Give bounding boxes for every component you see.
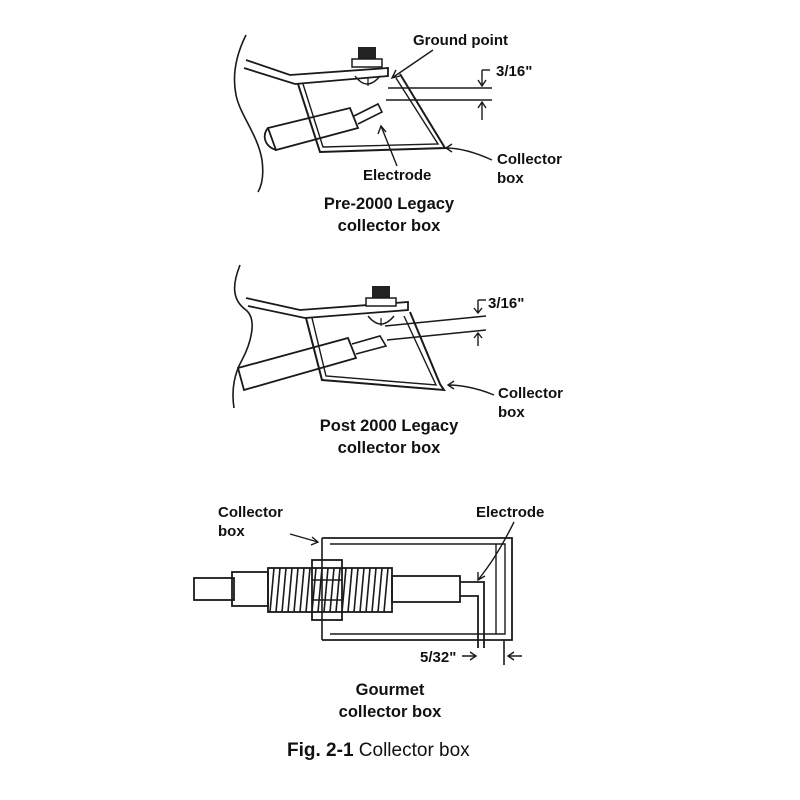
collector-label-1-line1: Collector	[497, 151, 563, 168]
figure-number: Fig. 2-1	[287, 740, 354, 761]
dimension-arrow-top-1	[477, 70, 487, 88]
caption-post2000-line1: Post 2000 Legacy	[319, 417, 459, 435]
collector-label-2-line2: box	[498, 404, 525, 421]
figure-caption: Fig. 2-1 Collector box	[287, 740, 470, 762]
thread-lines	[269, 567, 389, 613]
electrode-tip-1	[353, 102, 384, 125]
electrode-sleeve-2	[236, 336, 358, 392]
collector-label-2-line1: Collector	[498, 385, 564, 402]
caption-pre2000-line2: collector box	[337, 217, 441, 235]
collector-label-3-line2: box	[218, 523, 245, 540]
collector-box-frame-2	[305, 311, 446, 392]
ground-point-dome-1	[354, 75, 381, 85]
mounting-bracket-1	[243, 59, 389, 85]
electrode-tip-2	[351, 335, 388, 355]
collector-label-1-line2: box	[497, 170, 524, 187]
gap-dimension-label-1: 3/16"	[496, 63, 533, 80]
electrode-label-3: Electrode	[476, 504, 545, 521]
figure-title: Collector box	[358, 740, 470, 761]
leader-collector-1	[444, 143, 493, 161]
gap-dimension-label-2: 3/16"	[488, 295, 525, 312]
leader-collector-2	[446, 380, 495, 396]
bolt-washer-2	[365, 297, 397, 307]
ground-point-label: Ground point	[413, 32, 508, 49]
dimension-arrow-right-3	[506, 651, 522, 661]
caption-gourmet-line2: collector box	[338, 703, 442, 721]
collector-box-frame-1	[297, 73, 447, 154]
leader-electrode-3	[477, 521, 515, 582]
diagram-gourmet	[193, 521, 522, 665]
collector-box-frame-3	[322, 537, 513, 641]
caption-pre2000-line1: Pre-2000 Legacy	[323, 195, 455, 213]
mounting-bracket-2	[245, 297, 409, 319]
grill-wall-curve-1	[233, 34, 264, 193]
electrode-wire	[460, 581, 485, 648]
leader-collector-3	[289, 533, 320, 546]
leader-ground-point	[390, 49, 434, 80]
electrode-label-1: Electrode	[363, 167, 432, 184]
bolt-nut-2	[372, 286, 390, 298]
caption-gourmet-line1: Gourmet	[355, 681, 425, 699]
dimension-arrow-bottom-1	[477, 100, 487, 120]
caption-post2000-line2: collector box	[337, 439, 441, 457]
bolt-washer-1	[351, 58, 383, 68]
lock-nut	[311, 559, 343, 621]
dimension-arrow-left-3	[462, 651, 478, 661]
diagram-pre2000	[233, 34, 493, 193]
electrode-sleeve-1	[266, 106, 360, 152]
diagram-post2000	[232, 264, 495, 409]
gap-dimension-label-3: 5/32"	[420, 649, 457, 666]
bolt-nut-1	[358, 47, 376, 59]
grill-wall-curve-2	[232, 264, 253, 409]
collector-label-3-line1: Collector	[218, 504, 284, 521]
tube-end-stub	[193, 577, 235, 601]
tube-collar	[231, 571, 269, 607]
leader-electrode-1	[377, 124, 398, 167]
electrode-insulator	[391, 575, 461, 603]
